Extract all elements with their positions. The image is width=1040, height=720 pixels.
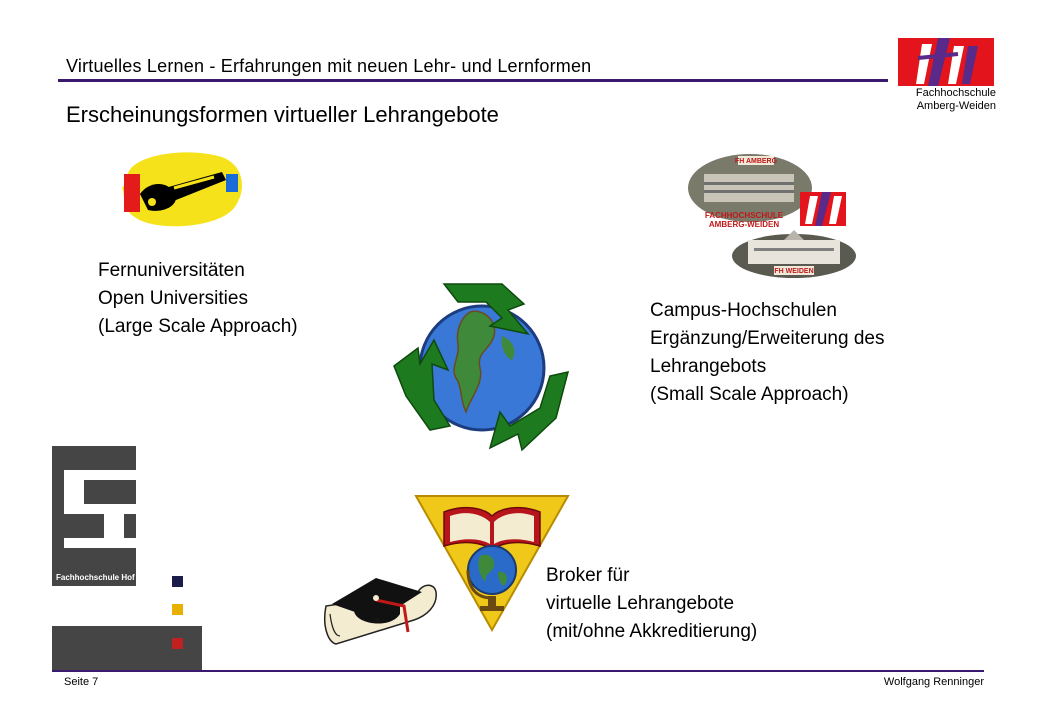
campus-line-3: Lehrangebots bbox=[650, 356, 767, 377]
fern-line-1: Fernuniversitäten bbox=[98, 260, 245, 281]
fern-line-3: (Large Scale Approach) bbox=[98, 316, 298, 337]
campus-line-1: Campus-Hochschulen bbox=[650, 300, 837, 321]
broker-line-1: Broker für bbox=[546, 565, 630, 586]
campus-top-label: FH AMBERG bbox=[735, 158, 778, 165]
header-title: Virtuelles Lernen - Erfahrungen mit neue… bbox=[66, 56, 592, 76]
logo-caption: Fachhochschule Amberg-Weiden bbox=[880, 87, 996, 113]
hof-square-red bbox=[172, 638, 183, 649]
logo-caption-line2: Amberg-Weiden bbox=[916, 100, 996, 112]
broker-line-3: (mit/ohne Akkreditierung) bbox=[546, 621, 758, 642]
broker-line-2: virtuelle Lehrangebote bbox=[546, 593, 735, 614]
campus-photos-image: FH AMBERG FACHHOCHSCHULE AMBERG-WEIDEN F… bbox=[688, 154, 856, 278]
campus-name-line2: AMBERG-WEIDEN bbox=[709, 220, 779, 229]
slide-title: Erscheinungsformen virtueller Lehrangebo… bbox=[66, 102, 499, 127]
fh-hof-label: Fachhochschule Hof bbox=[56, 573, 135, 582]
footer-rule bbox=[52, 670, 984, 672]
graduation-cap-icon bbox=[324, 578, 437, 645]
header-rule bbox=[58, 79, 888, 82]
logo-caption-line1: Fachhochschule bbox=[915, 87, 996, 99]
hof-square-yellow bbox=[172, 604, 183, 615]
text-block-broker: Broker für virtuelle Lehrangebote (mit/o… bbox=[546, 562, 757, 646]
fern-line-2: Open Universities bbox=[98, 288, 248, 309]
page-number: Seite 7 bbox=[64, 676, 99, 688]
hof-square-navy bbox=[172, 576, 183, 587]
author-name: Wolfgang Renninger bbox=[883, 676, 984, 688]
fh-hof-logo: Fachhochschule Hof bbox=[52, 446, 202, 672]
campus-bottom-label: FH WEIDEN bbox=[774, 268, 813, 275]
recycling-globe-icon bbox=[393, 283, 570, 452]
palette-pen-icon bbox=[122, 152, 242, 227]
book-globe-icon bbox=[414, 495, 570, 632]
campus-line-4: (Small Scale Approach) bbox=[650, 384, 849, 405]
fh-logo bbox=[898, 38, 994, 86]
text-block-fernuniversitaeten: Fernuniversitäten Open Universities (Lar… bbox=[98, 257, 298, 341]
campus-line-2: Ergänzung/Erweiterung des bbox=[650, 328, 885, 349]
campus-name-line1: FACHHOCHSCHULE bbox=[705, 211, 784, 220]
text-block-campus: Campus-Hochschulen Ergänzung/Erweiterung… bbox=[650, 297, 884, 409]
